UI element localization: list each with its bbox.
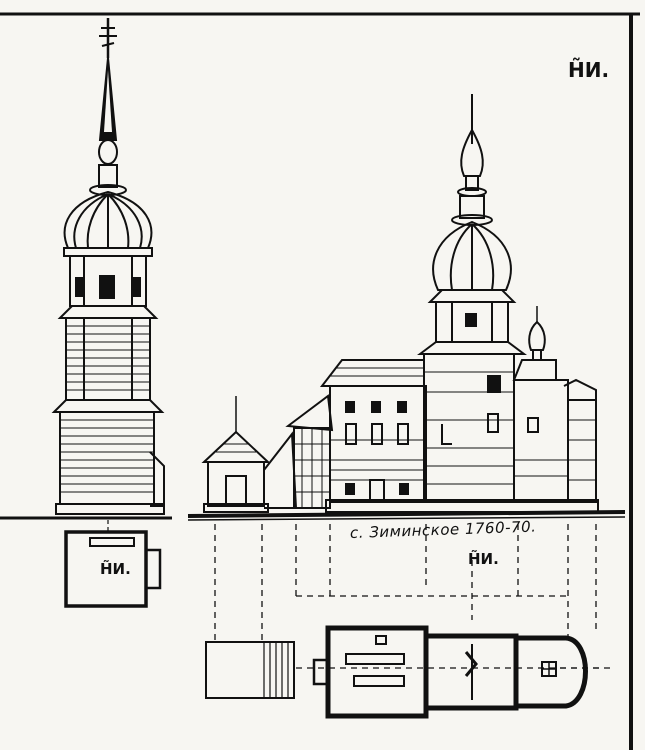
bell-tower xyxy=(51,18,165,515)
belltower-plan-monogram: Н̃И. xyxy=(100,560,131,578)
bell-tower-plan xyxy=(64,520,162,608)
church-plan xyxy=(205,625,600,719)
gatehouse xyxy=(201,396,298,513)
frame xyxy=(0,12,640,750)
church xyxy=(319,94,599,513)
corner-monogram: Н̃И. xyxy=(568,58,610,82)
construction-lines xyxy=(214,524,612,669)
church-plan-monogram: Н̃И. xyxy=(468,550,499,568)
porch xyxy=(285,394,334,509)
